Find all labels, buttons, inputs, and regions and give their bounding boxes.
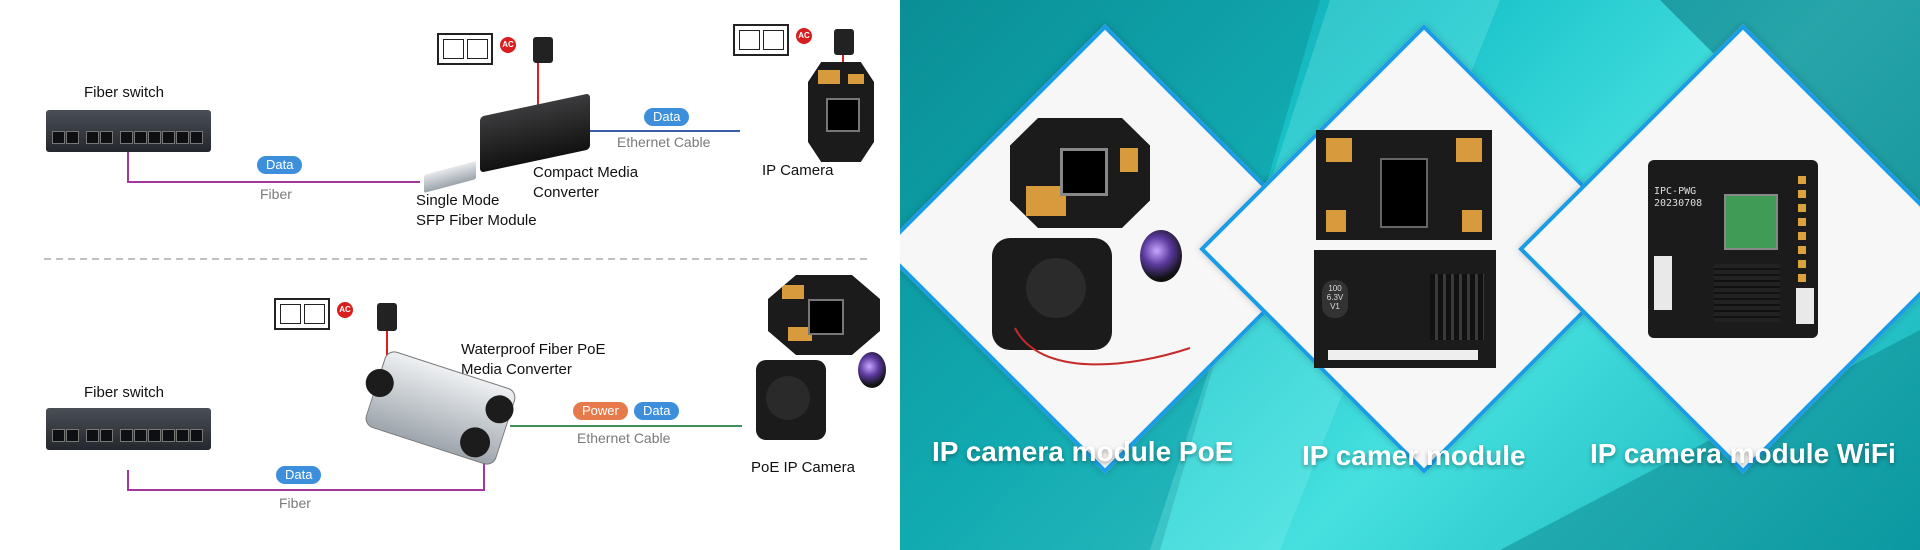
- converter-label-line2: Converter: [533, 184, 599, 201]
- wifi-module-board: IPC-PWG 20230708: [1648, 160, 1818, 338]
- wifi-board-text-1: IPC-PWG: [1654, 186, 1697, 197]
- ip-camera-label: IP Camera: [762, 162, 834, 179]
- bottom-converter-outlet: [274, 298, 330, 330]
- poe-module-title: IP camera module PoE: [932, 436, 1234, 467]
- bottom-fiber-switch: [46, 408, 211, 450]
- top-fiber-switch-label: Fiber switch: [84, 84, 165, 101]
- top-camera-ac-icon: AC: [796, 28, 812, 44]
- top-fiber-data-pill: Data: [257, 156, 303, 174]
- poe-camera-board: [768, 275, 880, 355]
- poe-module-board: [1010, 118, 1150, 228]
- top-camera-power-adapter: [834, 29, 854, 55]
- bottom-power-adapter: [377, 303, 397, 331]
- network-diagram-panel: Fiber switch Data Fiber Single Mode SFP …: [0, 0, 900, 550]
- poe-module-wire: [1014, 327, 1191, 366]
- product-banner: 100 6.3V V1 IPC-PWG 20230708 IP camera m…: [900, 0, 1920, 550]
- poe-camera-lens-module: [756, 360, 826, 440]
- wifi-module-title: IP camera module WiFi: [1590, 438, 1896, 469]
- capacitor: 100 6.3V V1: [1322, 280, 1348, 318]
- bottom-fiber-data-pill: Data: [276, 466, 322, 484]
- top-converter-outlet: [437, 33, 493, 65]
- bottom-power-pill: Power: [573, 402, 628, 420]
- capacitor-text-3: V1: [1330, 302, 1340, 311]
- bottom-fiber-switch-label: Fiber switch: [84, 384, 165, 401]
- poe-converter-label-line1: Waterproof Fiber PoE: [461, 341, 606, 358]
- camera-module-title: IP camer module: [1302, 440, 1526, 471]
- heatsink: [1430, 274, 1484, 340]
- capacitor-text-1: 100: [1328, 284, 1342, 293]
- poe-converter-label-line2: Media Converter: [461, 361, 572, 378]
- sfp-label-line2: SFP Fiber Module: [416, 212, 537, 229]
- top-fiber-switch: [46, 110, 211, 152]
- capacitor-text-2: 6.3V: [1326, 293, 1344, 302]
- top-ethernet-label: Ethernet Cable: [617, 134, 711, 150]
- top-camera-outlet: [733, 24, 789, 56]
- top-converter-power-adapter: [533, 37, 553, 63]
- top-ethernet-data-pill: Data: [644, 108, 690, 126]
- bottom-ac-icon: AC: [337, 302, 353, 318]
- top-fiber-label: Fiber: [260, 186, 292, 202]
- camera-module-mainboard: 100 6.3V V1: [1314, 250, 1496, 368]
- poe-module-lens: [1140, 230, 1182, 282]
- poe-module-lens-assembly: [992, 238, 1112, 350]
- poe-camera-label: PoE IP Camera: [751, 459, 855, 476]
- converter-label-line1: Compact Media: [533, 164, 639, 181]
- poe-camera-lens: [858, 352, 886, 388]
- wifi-board-text-2: 20230708: [1654, 198, 1703, 209]
- bottom-ethernet-label: Ethernet Cable: [577, 430, 671, 446]
- ip-camera-board: [808, 62, 874, 162]
- bottom-fiber-label: Fiber: [279, 495, 311, 511]
- wifi-board-text: IPC-PWG 20230708: [1654, 186, 1702, 210]
- connection-lines: [44, 48, 868, 491]
- sfp-label-line1: Single Mode: [416, 192, 500, 209]
- bottom-ethernet-data-pill: Data: [634, 402, 680, 420]
- top-converter-ac-icon: AC: [500, 37, 516, 53]
- bottom-fiber-line: [127, 450, 485, 491]
- camera-module-board: [1316, 130, 1492, 240]
- top-fiber-line: [127, 140, 420, 183]
